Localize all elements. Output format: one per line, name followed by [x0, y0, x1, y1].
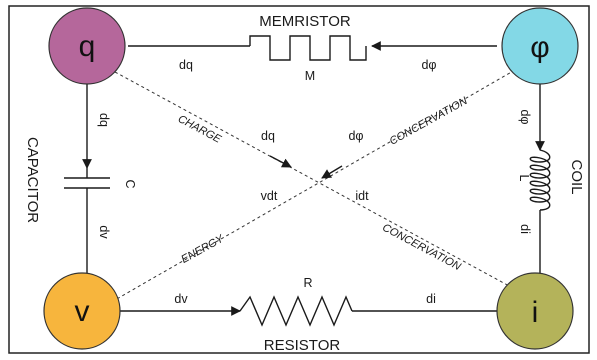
flux-node: φ	[501, 7, 579, 85]
flux-conservation-label: CONCERVATION	[388, 95, 470, 148]
coil-dphi-label: dφ	[518, 109, 532, 124]
voltage-node-symbol: v	[75, 295, 90, 328]
coil-symbol	[529, 149, 551, 211]
resistor-symbol	[239, 295, 353, 327]
diagonal-dphi-label: dφ	[348, 129, 363, 143]
charge-node-circle	[48, 7, 126, 85]
flux-node-symbol: φ	[530, 31, 549, 64]
capacitor-title: CAPACITOR	[24, 137, 41, 223]
current-node-symbol: i	[532, 296, 539, 329]
memristor-symbol-label: M	[305, 69, 315, 83]
capacitor-dv-label: dv	[97, 225, 111, 239]
charge-node: q	[48, 7, 126, 85]
resistor-di-label: di	[426, 292, 436, 306]
diagonal-charge-line	[114, 71, 536, 301]
outer-frame	[8, 5, 590, 354]
diagonal-energy-line	[114, 69, 516, 301]
diagonal-vdt-label: vdt	[261, 189, 278, 203]
resistor-dv-label: dv	[174, 292, 188, 306]
current-node-circle	[496, 272, 574, 350]
memristor-dphi-label: dφ	[421, 58, 436, 72]
energy-label: ENERGY	[179, 233, 226, 266]
diagonal-arrow-charge	[269, 155, 292, 168]
resistor-symbol-label: R	[303, 276, 312, 290]
voltage-node-circle	[43, 272, 121, 350]
flux-node-circle	[501, 7, 579, 85]
memristor-title: MEMRISTOR	[259, 13, 351, 30]
capacitor-dq-label: dq	[97, 113, 111, 127]
coil-title: COIL	[568, 159, 585, 194]
diagonal-idt-label: idt	[355, 189, 369, 203]
coil-symbol-label: L	[517, 175, 531, 182]
voltage-node: v	[43, 272, 121, 350]
current-node: i	[496, 272, 574, 350]
memristor-dq-label: dq	[179, 58, 193, 72]
current-conservation-label: CONCERVATION	[380, 222, 462, 273]
capacitor-symbol-label: C	[123, 179, 137, 188]
diagonal-arrow-flux	[321, 165, 343, 179]
resistor-title: RESISTOR	[264, 337, 341, 354]
coil-di-label: di	[518, 224, 532, 234]
memristor-symbol	[249, 35, 367, 61]
charge-node-symbol: q	[79, 30, 96, 63]
diagonal-dq-label: dq	[261, 129, 275, 143]
